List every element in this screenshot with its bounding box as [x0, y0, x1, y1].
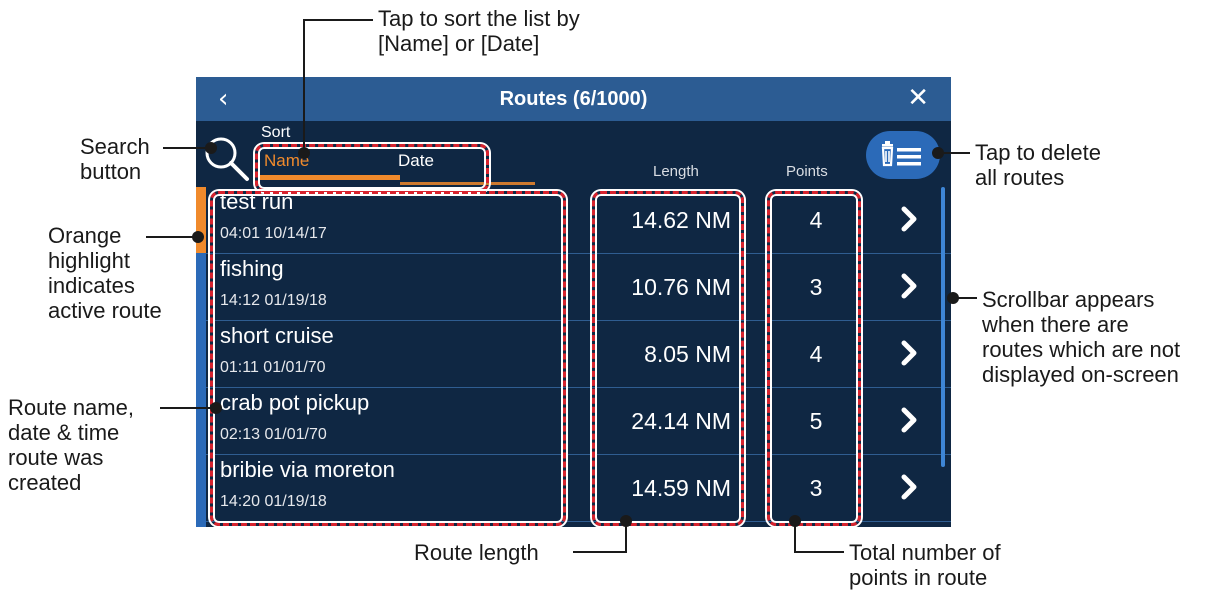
leader-line: [794, 551, 844, 553]
route-length: 10.76 NM: [631, 274, 731, 300]
leader-line: [794, 521, 796, 552]
leader-line: [160, 407, 216, 409]
route-length: 14.59 NM: [631, 475, 731, 501]
callout-route-name: Route name, date & time route was create…: [8, 395, 134, 495]
leader-dot: [298, 147, 310, 159]
callout-search: Search button: [80, 134, 150, 184]
leader-line: [953, 297, 977, 299]
route-row[interactable]: short cruise 01:11 01/01/70 8.05 NM 4: [206, 321, 951, 388]
route-length: 8.05 NM: [644, 341, 731, 367]
route-points: 4: [809, 207, 823, 233]
route-length: 14.62 NM: [631, 207, 731, 233]
route-row[interactable]: crab pot pickup 02:13 01/01/70 24.14 NM …: [206, 388, 951, 455]
chevron-right-icon[interactable]: [899, 405, 919, 435]
chevron-right-icon[interactable]: [899, 472, 919, 502]
route-length: 24.14 NM: [631, 408, 731, 434]
route-points: 5: [809, 408, 823, 434]
leader-dot: [192, 231, 204, 243]
route-name: bribie via moreton: [220, 457, 395, 482]
route-name: fishing: [220, 256, 284, 281]
scrollbar[interactable]: [941, 187, 945, 467]
page-title: Routes (6/1000): [499, 88, 648, 110]
sort-label: Sort: [261, 124, 291, 141]
callout-route-length: Route length: [414, 540, 539, 565]
route-datetime: 01:11 01/01/70: [220, 359, 326, 376]
chevron-right-icon[interactable]: [899, 204, 919, 234]
sort-tab-date[interactable]: Date: [398, 151, 434, 170]
callout-sort: Tap to sort the list by [Name] or [Date]: [378, 6, 580, 56]
trash-list-icon: [881, 141, 921, 167]
column-header-points: Points: [786, 163, 828, 180]
leader-line: [573, 551, 627, 553]
close-button[interactable]: ✕: [907, 83, 929, 113]
list-rail: [196, 187, 206, 527]
tab-underline: [400, 182, 535, 185]
search-button[interactable]: [201, 133, 253, 185]
leader-line: [163, 147, 211, 149]
routes-screen: ‹ Routes (6/1000) ✕ Sort Name Date Lengt…: [196, 77, 951, 527]
callout-total-points: Total number of points in route: [849, 540, 1001, 590]
leader-dot: [205, 142, 217, 154]
route-row[interactable]: bribie via moreton 14:20 01/19/18 14.59 …: [206, 455, 951, 522]
sort-tabs-highlight: [255, 144, 489, 192]
chevron-right-icon[interactable]: [899, 338, 919, 368]
route-name: short cruise: [220, 323, 334, 348]
back-button[interactable]: ‹: [218, 84, 229, 114]
route-points: 4: [809, 341, 823, 367]
route-datetime: 02:13 01/01/70: [220, 426, 327, 443]
route-names-highlight: [210, 191, 566, 526]
route-datetime: 04:01 10/14/17: [220, 225, 327, 242]
route-points: 3: [809, 274, 823, 300]
column-header-length: Length: [653, 163, 699, 180]
active-route-highlight: [196, 187, 206, 253]
leader-line: [303, 19, 373, 21]
delete-all-routes-button[interactable]: [866, 131, 940, 179]
active-tab-indicator: [260, 175, 400, 180]
route-lengths-highlight: [592, 191, 744, 526]
callout-scrollbar: Scrollbar appears when there are routes …: [982, 287, 1181, 387]
callout-orange-highlight: Orange highlight indicates active route: [48, 223, 162, 323]
route-datetime: 14:12 01/19/18: [220, 292, 327, 309]
route-row[interactable]: test run 04:01 10/14/17 14.62 NM 4: [206, 187, 951, 254]
route-row[interactable]: fishing 14:12 01/19/18 10.76 NM 3: [206, 254, 951, 321]
leader-line: [938, 152, 970, 154]
route-points: 3: [809, 475, 823, 501]
route-list[interactable]: test run 04:01 10/14/17 14.62 NM 4 fishi…: [196, 187, 951, 527]
title-bar: ‹ Routes (6/1000) ✕: [196, 77, 951, 121]
leader-line: [303, 19, 305, 153]
route-points-highlight: [767, 191, 861, 526]
route-datetime: 14:20 01/19/18: [220, 493, 327, 510]
leader-line: [146, 236, 198, 238]
leader-dot: [210, 402, 222, 414]
callout-delete: Tap to delete all routes: [975, 140, 1101, 190]
leader-line: [625, 521, 627, 552]
route-name: crab pot pickup: [220, 390, 370, 415]
chevron-right-icon[interactable]: [899, 271, 919, 301]
